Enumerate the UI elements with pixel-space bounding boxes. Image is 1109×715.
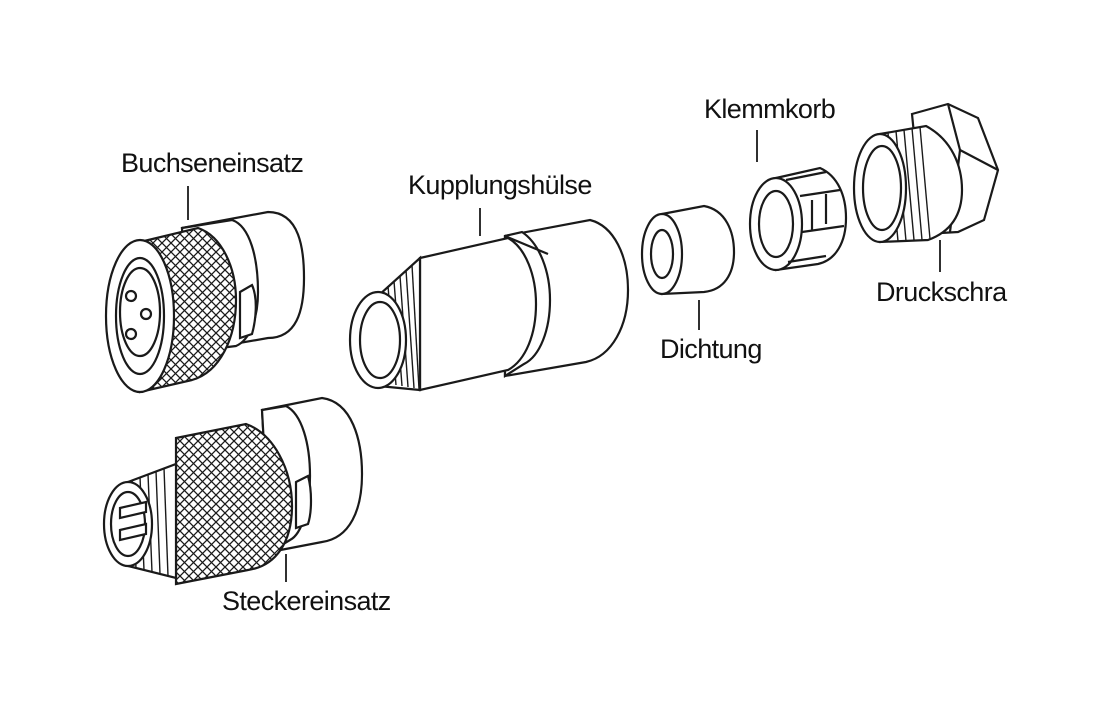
steckereinsatz-part [102,396,364,586]
druckschraube-part [852,102,1000,244]
diagram-drawing [102,102,1000,586]
kupplungshuelse-part [348,218,630,392]
label-buchseneinsatz: Buchseneinsatz [121,148,304,178]
buchseneinsatz-part [104,210,306,394]
diagram-clip: Buchseneinsatz Kupplungshülse Klemmkorb … [102,94,1007,616]
klemmkorb-part [748,166,848,272]
leader-lines [187,130,941,582]
label-dichtung: Dichtung [660,334,762,364]
dichtung-part [640,204,736,296]
label-steckereinsatz: Steckereinsatz [222,586,391,616]
label-druckschraube: Druckschra [876,277,1007,307]
label-kupplungshuelse: Kupplungshülse [408,170,592,200]
label-klemmkorb: Klemmkorb [704,94,836,124]
